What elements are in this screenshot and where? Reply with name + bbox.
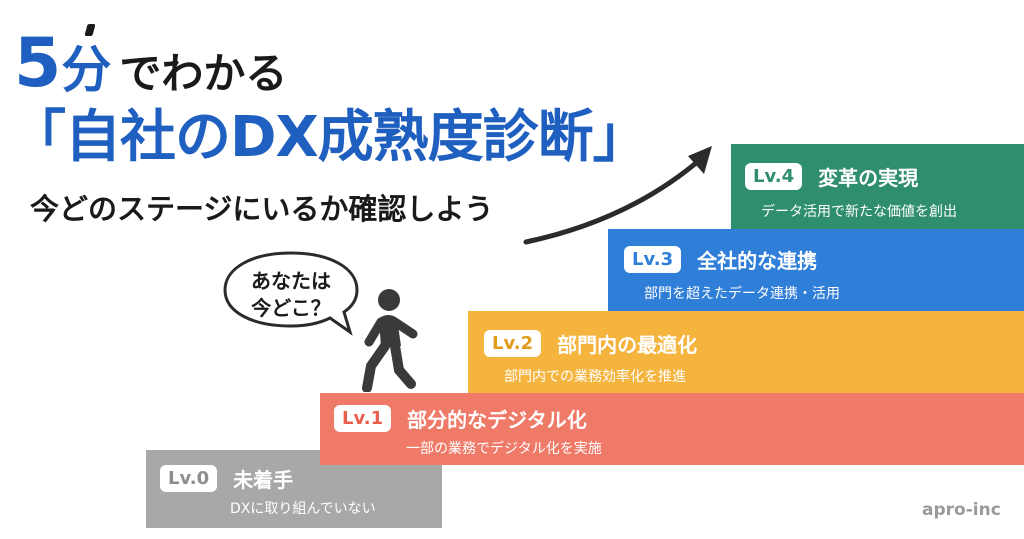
level-1-step: Lv.1 部分的なデジタル化 一部の業務でデジタル化を実施 [320, 393, 1024, 465]
brand-logo: apro-inc [922, 500, 1001, 520]
bubble-text: あなたは 今どこ？ [222, 268, 360, 322]
level-3-step: Lv.3 全社的な連携 部門を超えたデータ連携・活用 [608, 229, 1024, 311]
page-subtitle: 今どのステージにいるか確認しよう [30, 192, 494, 226]
level-3-desc: 部門を超えたデータ連携・活用 [644, 286, 840, 302]
level-3-badge: Lv.3 [624, 245, 682, 274]
level-4-desc: データ活用で新たな価値を創出 [761, 204, 957, 220]
headline-minutes: 分 [61, 41, 112, 99]
headline-number: 5 [14, 24, 61, 103]
upward-arrow-icon [523, 146, 712, 245]
level-4-step: Lv.4 変革の実現 データ活用で新たな価値を創出 [731, 144, 1024, 229]
bubble-line-2: 今どこ？ [251, 296, 331, 320]
level-1-title: 部分的なデジタル化 [407, 408, 587, 432]
level-1-desc: 一部の業務でデジタル化を実施 [406, 441, 602, 457]
level-0-desc: DXに取り組んでいない [230, 501, 376, 517]
level-0-title: 未着手 [233, 468, 294, 492]
level-3-title: 全社的な連携 [697, 249, 818, 273]
level-2-badge: Lv.2 [484, 329, 542, 358]
speech-bubble: あなたは 今どこ？ [222, 250, 372, 344]
speech-bubble-icon [223, 251, 359, 336]
walking-person-icon [362, 289, 418, 392]
level-2-step: Lv.2 部門内の最適化 部門内での業務効率化を推進 [468, 311, 1024, 393]
headline: 5 分 でわかる [14, 30, 287, 98]
level-2-title: 部門内の最適化 [557, 333, 698, 357]
level-4-badge: Lv.4 [745, 162, 803, 191]
headline-rest: でわかる [119, 48, 288, 98]
bubble-line-1: あなたは [251, 269, 331, 293]
level-1-badge: Lv.1 [334, 404, 392, 433]
page-title: 「自社のDX成熟度診断」 [10, 105, 649, 170]
level-2-desc: 部門内での業務効率化を推進 [504, 369, 686, 385]
level-4-title: 変革の実現 [818, 166, 919, 190]
level-0-badge: Lv.0 [160, 464, 218, 493]
